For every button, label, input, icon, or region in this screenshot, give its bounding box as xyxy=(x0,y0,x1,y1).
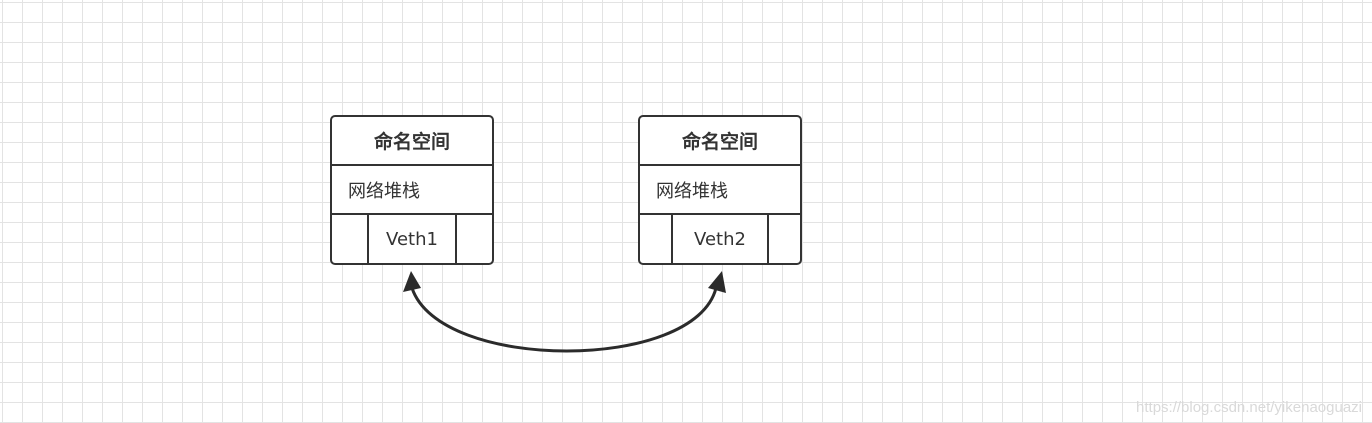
arrowhead-right-icon xyxy=(708,271,726,293)
namespace-title: 命名空间 xyxy=(332,117,492,166)
port-row: Veth2 xyxy=(640,215,800,263)
port-row: Veth1 xyxy=(332,215,492,263)
port-cell xyxy=(640,215,673,263)
network-stack-label: 网络堆栈 xyxy=(332,166,492,215)
namespace-title: 命名空间 xyxy=(640,117,800,166)
namespace-box-2[interactable]: 命名空间 网络堆栈 Veth2 xyxy=(638,115,802,265)
port-cell xyxy=(332,215,369,263)
arrowhead-left-icon xyxy=(403,271,421,292)
namespace-box-1[interactable]: 命名空间 网络堆栈 Veth1 xyxy=(330,115,494,265)
veth1-port[interactable]: Veth1 xyxy=(369,215,457,263)
watermark-text: https://blog.csdn.net/yikenaoguazi xyxy=(1136,399,1362,416)
veth2-port[interactable]: Veth2 xyxy=(673,215,769,263)
network-stack-label: 网络堆栈 xyxy=(640,166,800,215)
veth-pair-link[interactable] xyxy=(410,287,718,353)
